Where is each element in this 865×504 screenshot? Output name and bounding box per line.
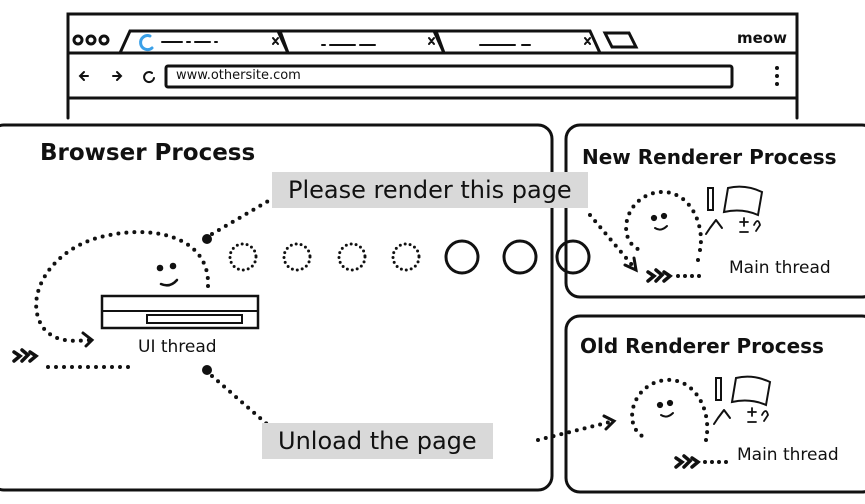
- new-tab-button[interactable]: [602, 31, 639, 49]
- loading-spinner-icon: [139, 34, 154, 52]
- old-renderer-title: Old Renderer Process: [580, 334, 824, 358]
- close-tab-icon[interactable]: [272, 37, 591, 45]
- old-main-thread-label: Main thread: [737, 445, 839, 465]
- new-main-thread-label: Main thread: [729, 258, 831, 278]
- new-main-thread-icon: [624, 185, 764, 283]
- forward-icon[interactable]: [112, 71, 123, 81]
- browser-process-box: [0, 123, 554, 492]
- ui-thread-icon: [12, 230, 260, 369]
- new-renderer-box: [564, 123, 865, 299]
- tab[interactable]: [433, 29, 602, 55]
- browser-process-title: Browser Process: [40, 140, 256, 166]
- new-renderer-title: New Renderer Process: [582, 145, 837, 169]
- render-message-path: [210, 198, 272, 236]
- reload-icon[interactable]: [143, 71, 155, 84]
- tab[interactable]: [277, 29, 446, 55]
- render-message: Please render this page: [272, 172, 588, 208]
- window-control-icon[interactable]: [85, 34, 97, 46]
- address-bar[interactable]: [164, 64, 734, 89]
- message-circles: [228, 239, 591, 275]
- old-main-thread-icon: [630, 375, 772, 469]
- window-control-icon[interactable]: [72, 34, 84, 46]
- profile-label: meow: [737, 29, 787, 47]
- ui-thread-label: UI thread: [138, 337, 217, 357]
- unload-message: Unload the page: [262, 423, 493, 459]
- url-text[interactable]: www.othersite.com: [176, 68, 301, 83]
- old-renderer-box: [564, 314, 865, 494]
- window-control-icon[interactable]: [98, 34, 110, 46]
- back-icon[interactable]: [78, 71, 89, 81]
- unload-message-path: [210, 374, 270, 427]
- menu-icon[interactable]: [775, 66, 779, 86]
- browser-window: [66, 12, 799, 120]
